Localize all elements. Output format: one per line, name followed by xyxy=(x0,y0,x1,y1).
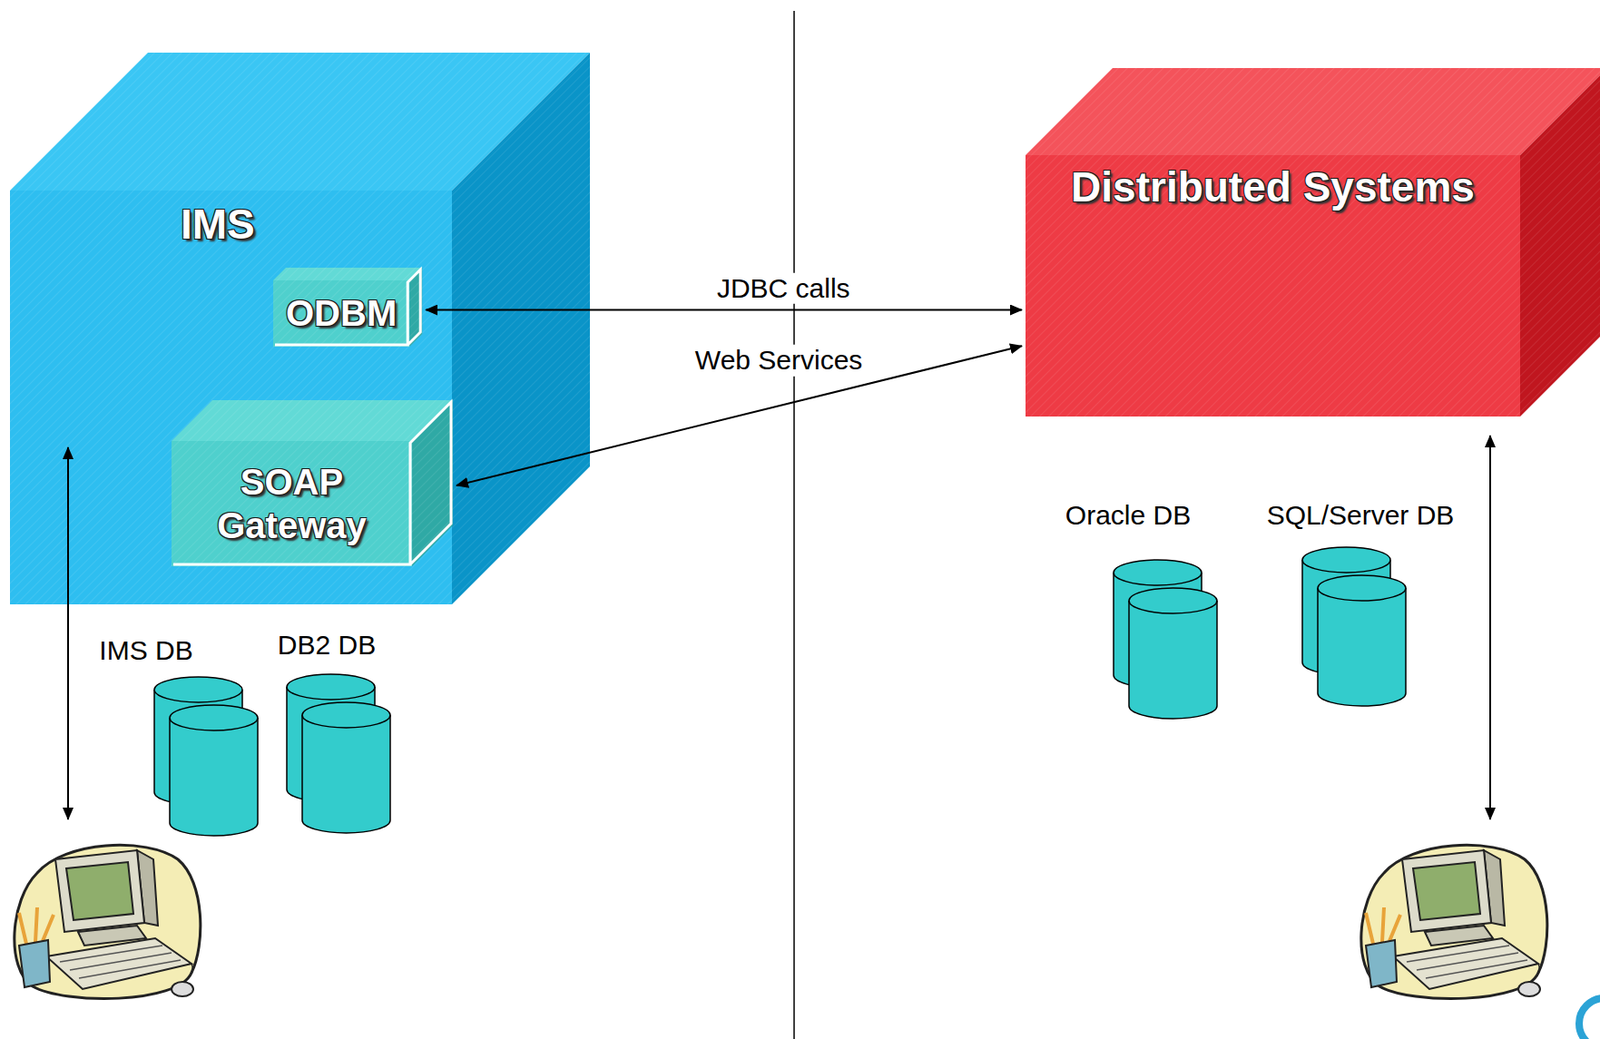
ims-cube: IMS ODBM SOAP Gateway xyxy=(9,190,452,605)
hatch-overlay xyxy=(451,52,590,605)
box-3d-faces xyxy=(1025,68,1600,417)
database-cylinders xyxy=(1113,559,1218,719)
node-title: Distributed Systems xyxy=(1025,162,1521,212)
database-label: IMS DB xyxy=(98,635,193,668)
box-3d-faces xyxy=(9,52,590,605)
database-label: Oracle DB xyxy=(1065,500,1191,532)
hatch-overlay xyxy=(1025,155,1521,417)
hatch-overlay xyxy=(273,267,423,281)
hatch-overlay xyxy=(171,441,413,567)
front-face xyxy=(9,190,452,605)
computer-icon xyxy=(1361,844,1548,999)
hatch-overlay xyxy=(9,190,452,605)
user-access-arrow xyxy=(67,447,69,820)
front-face xyxy=(171,441,413,567)
side-face xyxy=(451,52,590,605)
front-face xyxy=(273,280,410,347)
box-3d-faces xyxy=(171,400,453,567)
connector-label: JDBC calls xyxy=(713,272,854,305)
top-face xyxy=(1025,68,1600,156)
distributed-systems-box: Distributed Systems xyxy=(1025,155,1521,417)
user-access-arrow xyxy=(1489,435,1492,820)
bevel-highlight xyxy=(173,402,452,565)
hatch-overlay xyxy=(1520,68,1600,417)
computer-icon xyxy=(14,844,201,999)
box-3d-faces xyxy=(273,267,423,347)
node-title: ODBM xyxy=(285,293,397,334)
database-cylinders xyxy=(1302,547,1406,707)
top-face xyxy=(273,267,423,281)
divider-line xyxy=(793,10,796,1039)
hatch-overlay xyxy=(273,280,410,347)
bevel-highlight xyxy=(274,269,421,345)
hatch-overlay xyxy=(1025,68,1600,156)
side-face xyxy=(1520,68,1600,417)
database-cylinders xyxy=(154,677,258,836)
odbm-box: ODBM xyxy=(273,280,410,347)
connector-label: Web Services xyxy=(691,344,867,377)
node-title: SOAP Gateway xyxy=(184,460,400,548)
connector-arrow xyxy=(425,309,1022,312)
front-face xyxy=(1025,155,1521,417)
soap-gateway-box: SOAP Gateway xyxy=(171,441,413,567)
hatch-overlay xyxy=(171,400,453,442)
top-face xyxy=(171,400,453,442)
corner-logo xyxy=(1579,998,1600,1039)
database-cylinders xyxy=(286,674,391,834)
database-label: SQL/Server DB xyxy=(1266,500,1455,532)
node-title: IMS xyxy=(180,199,256,249)
database-label: DB2 DB xyxy=(277,629,376,662)
